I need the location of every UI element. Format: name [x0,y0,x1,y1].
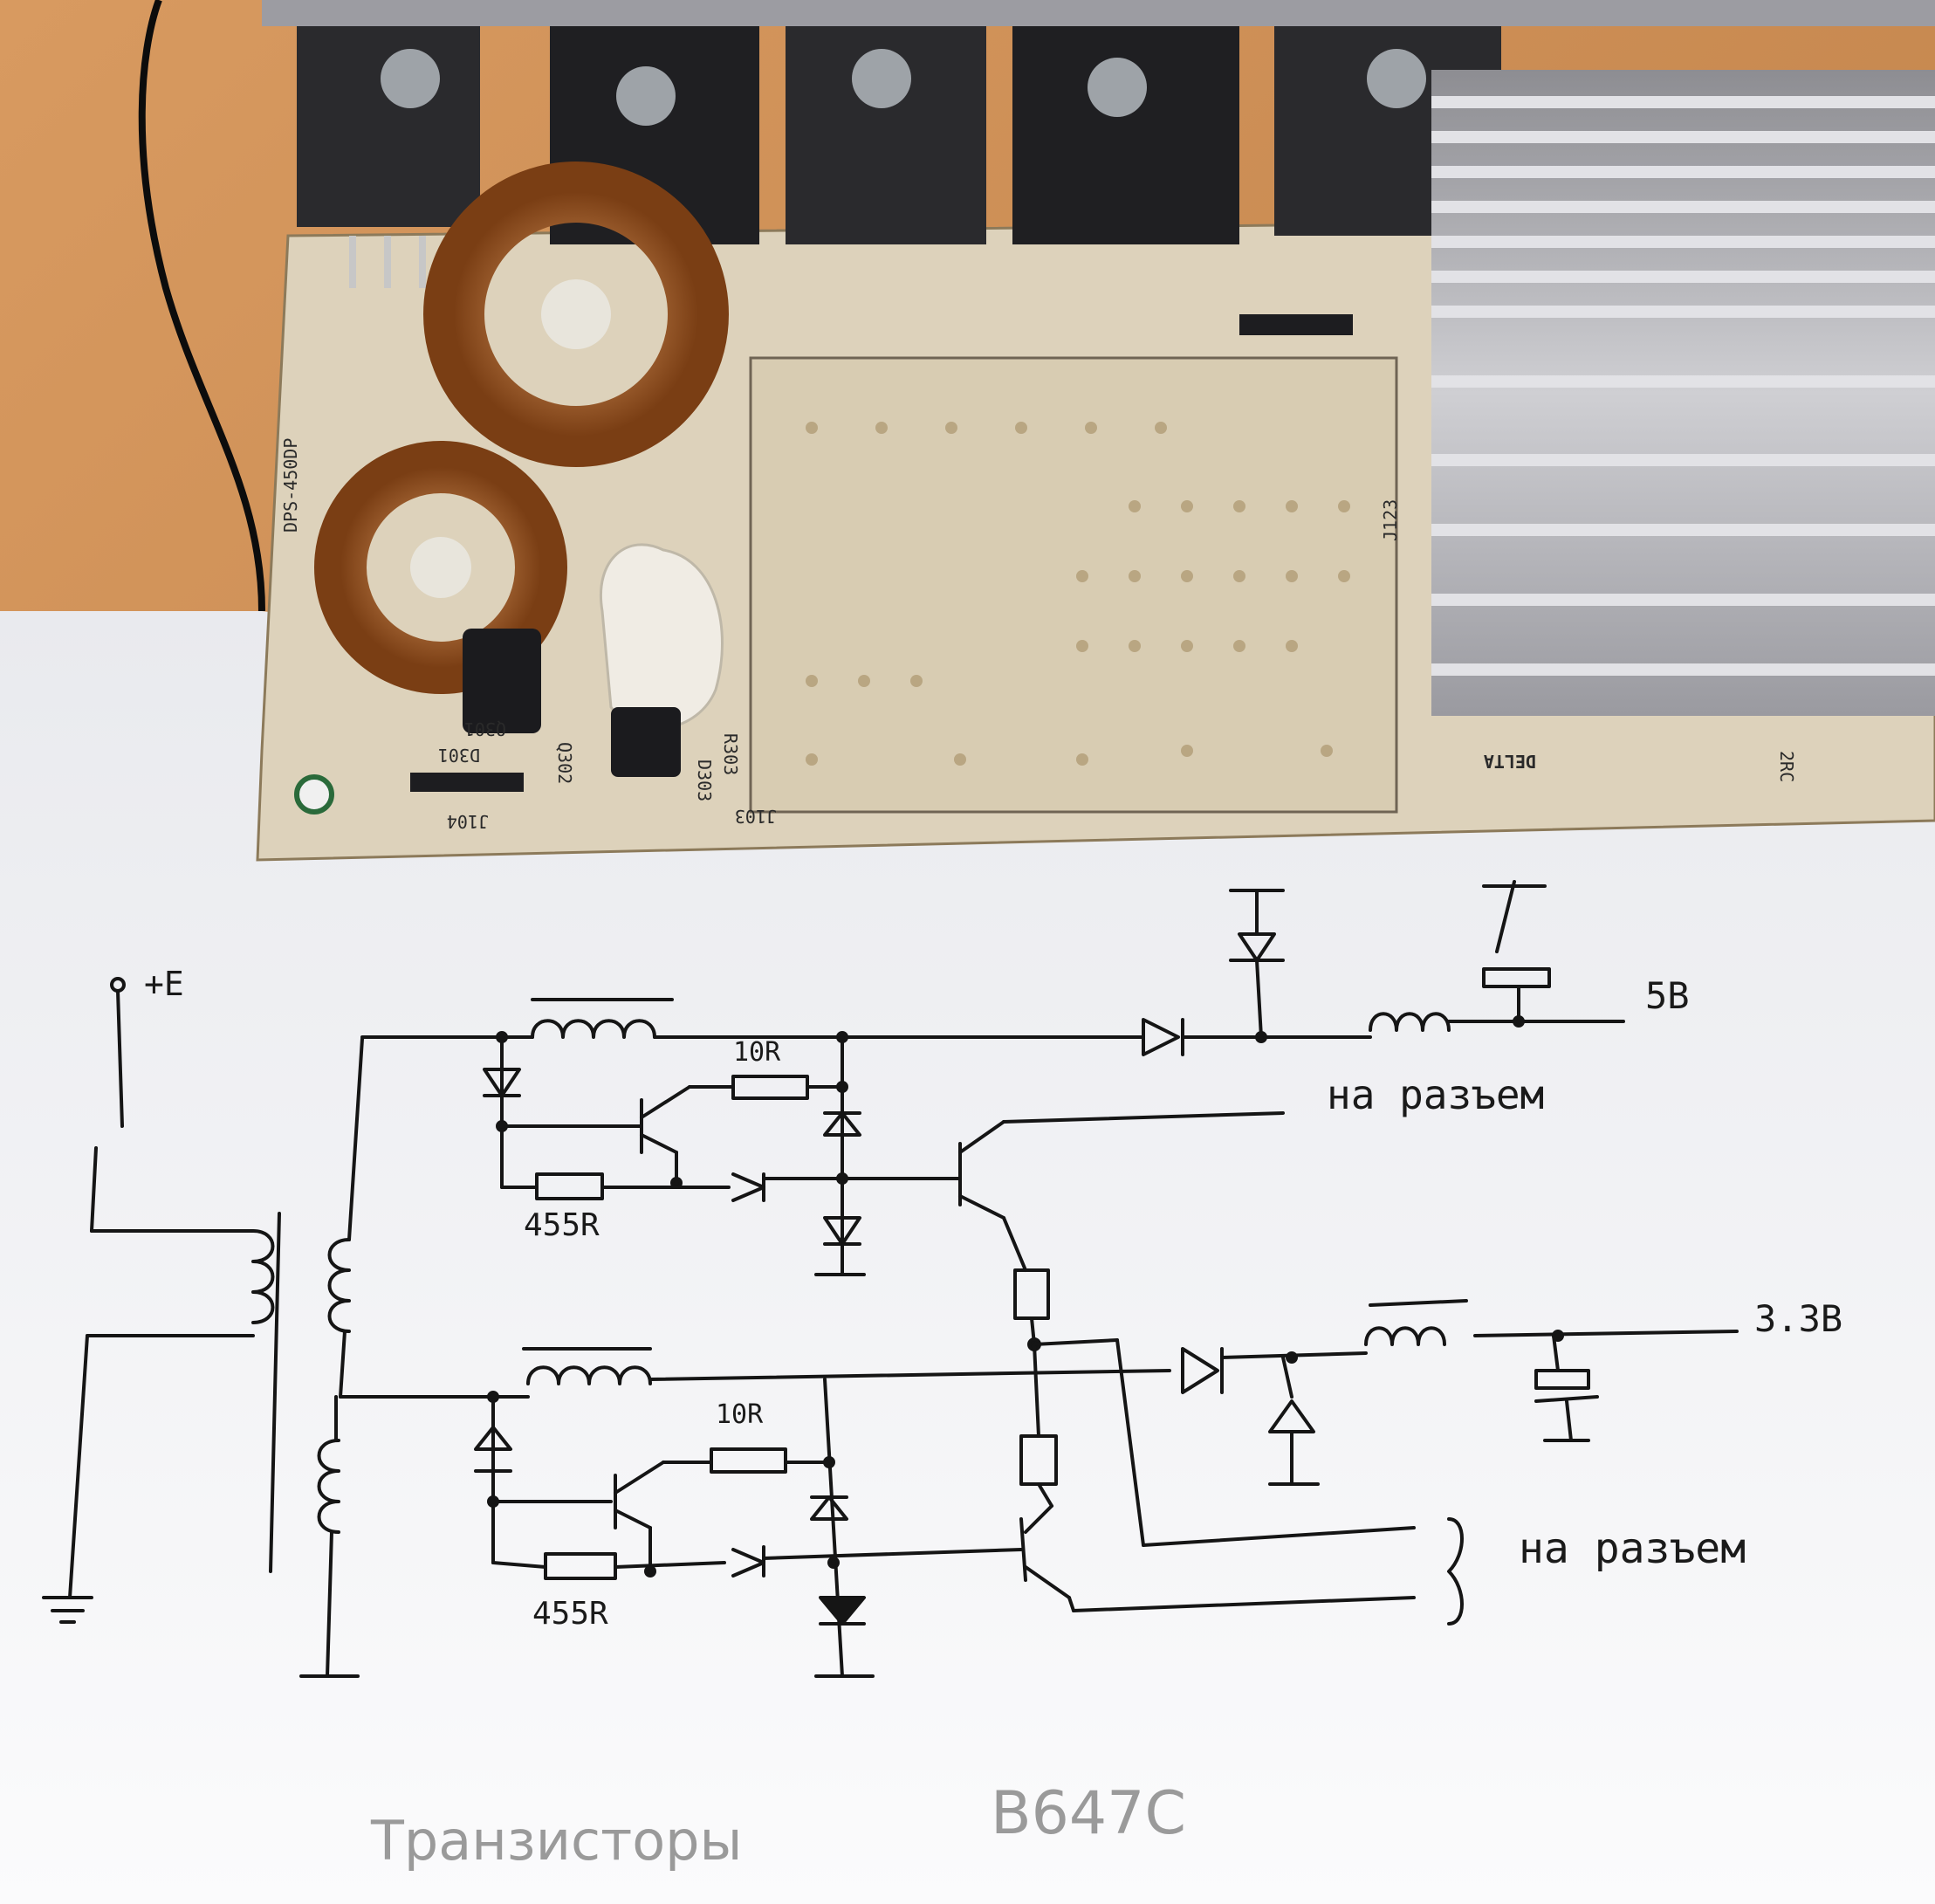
to220-transistor-row [297,26,1501,288]
supply-label: +E [144,965,184,1003]
pcb-ref-r303: R303 [720,733,741,775]
output-33v-label: 3.3В [1754,1297,1842,1340]
pcb-ref-q302: Q302 [554,742,575,784]
output-5v-label: 5В [1645,974,1690,1017]
pcb-ref-2rc: 2RC [1776,751,1797,782]
pcb-brand-logo: DELTA [1484,751,1536,772]
heatsink-bar-top [262,0,1935,26]
toroid-inductor-large [423,162,729,467]
aluminum-heatsink [1431,70,1935,716]
pcb-model-label: DPS-450DP [280,438,301,533]
schematic-wires [42,880,1739,1678]
pcb-ref-d301: D301 [438,745,480,766]
pcb-mount-hole [294,774,334,815]
resistor-10r-top-label: 10R [733,1037,781,1068]
pcb-via-grid [806,422,1350,766]
resistor-455r-bottom-label: 455R [532,1596,608,1632]
resistor-10r-bottom-label: 10R [716,1399,764,1430]
pcb-copper-pad-area [749,356,1398,814]
resistor-455r-top-label: 455R [524,1207,600,1243]
connector-label-1: на разъем [1327,1071,1544,1118]
axial-diode-upper [1239,314,1353,335]
note-part-number: B647C [991,1779,1186,1848]
pcb-ref-j103: J103 [735,806,777,827]
black-cable [138,0,265,612]
paper-sheet [0,611,1935,1904]
connector-label-2: на разъем [1519,1524,1746,1573]
toroid-inductor-small [314,441,567,694]
pcb-ref-j104: J104 [447,811,489,832]
to92-transistor-q302 [611,707,681,777]
axial-diode-d301 [410,773,524,792]
pcb-ref-q301: Q301 [464,718,506,739]
note-transistors-word: Транзисторы [370,1809,742,1873]
pcb-ref-d303: D303 [694,760,715,801]
pcb-ref-j123: J123 [1380,499,1401,541]
to92-transistor-q301 [463,629,541,733]
